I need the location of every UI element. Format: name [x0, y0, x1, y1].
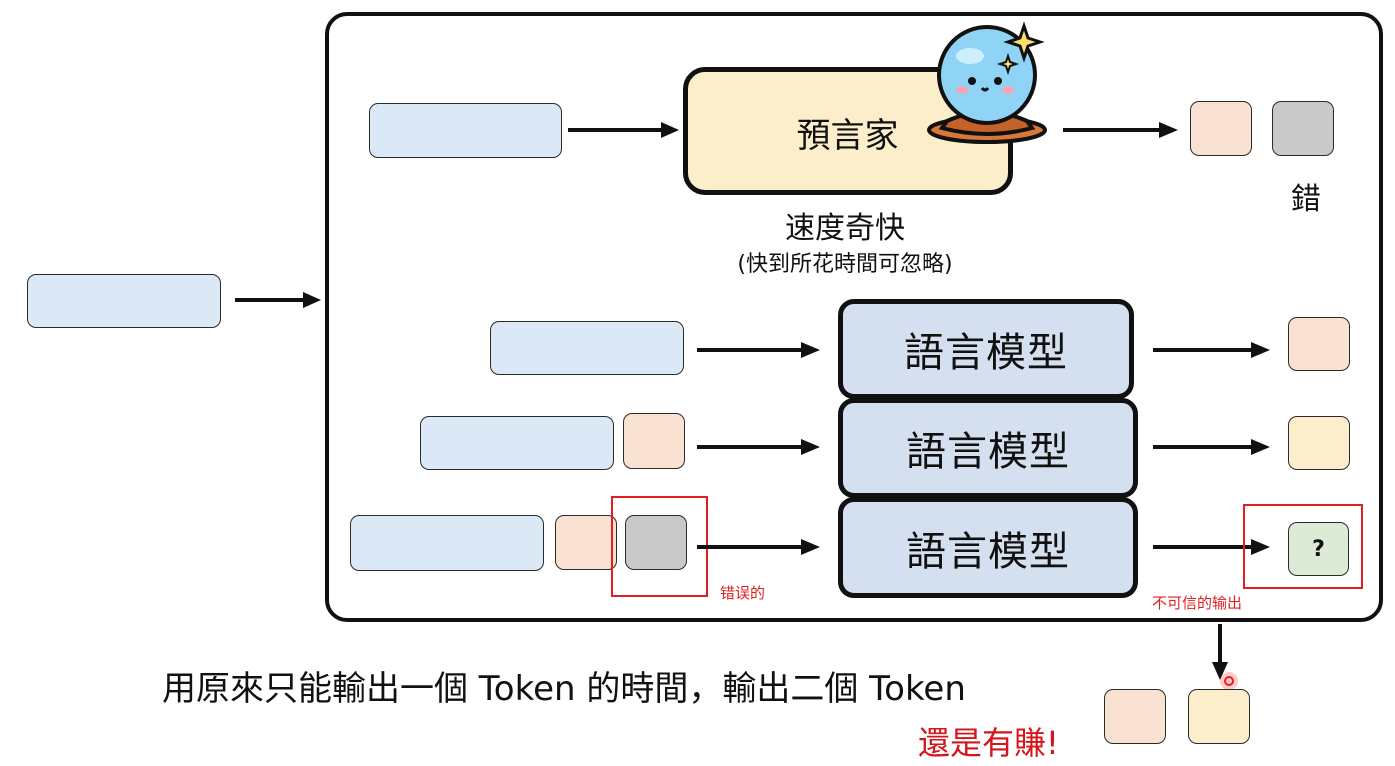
crystal-ball-icon: [927, 21, 1047, 144]
lm-box-3-label: 語言模型: [906, 528, 1070, 575]
bottom-caption: 用原來只能輸出一個 Token 的時間，輸出二個 Token: [162, 669, 966, 709]
arrow-from-oracle: [1063, 122, 1178, 138]
arrow-to-lm2: [697, 439, 820, 455]
lm3-output-unknown-token: ?: [1288, 522, 1349, 576]
oracle-speed: 速度奇快: [785, 211, 905, 246]
oracle-output-token-1: [1190, 101, 1252, 156]
arrow-from-lm3: [1153, 539, 1270, 555]
wrong-token-highlight: [611, 496, 708, 597]
bottom-conclusion: 還是有賺!: [918, 724, 1059, 762]
oracle-speed-note: (快到所花時間可忽略): [737, 252, 953, 277]
lm-box-2-label: 語言模型: [906, 429, 1070, 475]
lm-box-3: 語言模型: [838, 497, 1138, 598]
lm3-input-token-1: [555, 515, 617, 570]
lm2-input-token: [420, 416, 614, 470]
arrow-from-lm2: [1153, 439, 1270, 455]
cursor-dot-icon: [1220, 672, 1238, 690]
untrusted-output-annotation: 不可信的输出: [1152, 594, 1243, 612]
arrow-to-lm1: [697, 342, 820, 358]
lm1-output-token: [1288, 317, 1350, 371]
final-output-token-1: [1104, 689, 1166, 744]
main-container: [325, 12, 1383, 622]
arrow-to-lm3: [697, 539, 820, 555]
untrusted-output-highlight: [1243, 504, 1363, 589]
lm2-output-token: [1288, 416, 1350, 470]
lm2-input-token-1: [623, 413, 685, 469]
lm-box-1-label: 語言模型: [904, 330, 1068, 376]
lm1-input-token: [490, 321, 684, 375]
oracle-input-token: [369, 103, 562, 158]
final-output-token-2: [1188, 689, 1250, 744]
oracle-label: 預言家: [796, 116, 899, 156]
unknown-token-mark: ?: [1312, 536, 1325, 562]
lm3-input-token: [350, 515, 544, 571]
arrow-into-container: [235, 292, 321, 308]
lm-box-2: 語言模型: [838, 398, 1138, 498]
arrow-from-lm1: [1153, 342, 1270, 358]
lm-box-1: 語言模型: [838, 299, 1134, 399]
arrow-to-oracle: [568, 122, 679, 138]
arrow-down-output: [1212, 624, 1228, 680]
outer-input-token: [27, 274, 221, 328]
oracle-wrong-label: 錯: [1291, 182, 1321, 217]
oracle-output-token-2: [1272, 101, 1334, 156]
wrong-token-annotation: 错误的: [720, 584, 766, 602]
lm3-input-token-wrong: [625, 515, 687, 570]
